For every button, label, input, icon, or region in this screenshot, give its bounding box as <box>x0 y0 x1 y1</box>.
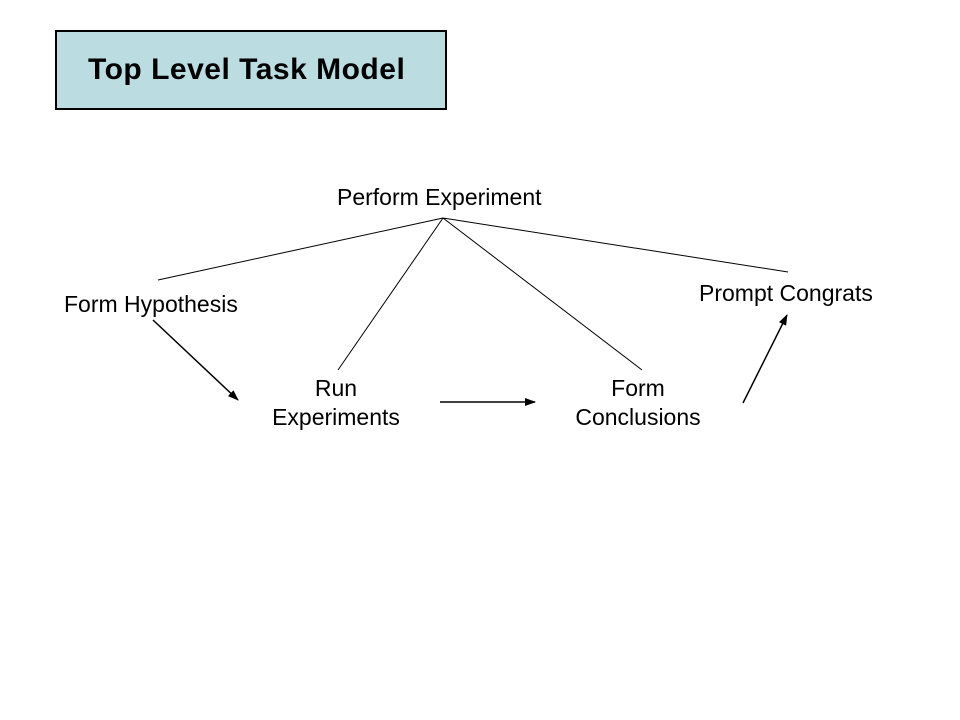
node-form-hypothesis: Form Hypothesis <box>64 291 238 317</box>
edge-root-to-form-conclusions <box>442 217 643 371</box>
node-form-conclusions: Form Conclusions <box>575 375 701 430</box>
edge-root-to-prompt-congrats <box>442 217 789 273</box>
node-prompt-congrats: Prompt Congrats <box>699 280 873 306</box>
node-run-experiments: Run Experiments <box>272 375 400 430</box>
edge-root-to-run-experiments <box>337 217 444 371</box>
page-title: Top Level Task Model <box>88 53 406 86</box>
arrow-hypothesis-to-run <box>152 319 239 401</box>
arrow-conclusions-to-congrats <box>742 314 788 404</box>
node-perform-experiment: Perform Experiment <box>337 184 542 210</box>
edge-root-to-form-hypothesis <box>157 217 444 281</box>
title-box: Top Level Task Model <box>55 30 447 110</box>
